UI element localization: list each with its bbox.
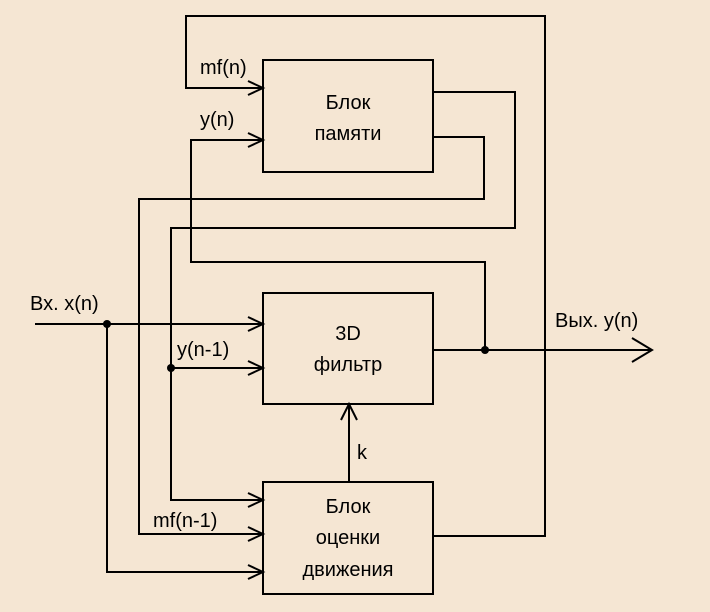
input-label: Вх. x(n) — [30, 293, 99, 315]
arrow-into-memory-mfn — [247, 80, 266, 96]
arrow-into-motion-xn — [247, 564, 266, 580]
memory-block-label-line1: Блок — [326, 92, 371, 114]
arrow-into-motion-yn1 — [247, 492, 266, 508]
arrow-into-memory-yn — [247, 132, 266, 148]
arrow-into-filter-xn — [247, 316, 266, 332]
mf-n-1-line — [138, 136, 485, 535]
junction-y-n-1 — [167, 364, 175, 372]
y-n-1-label: y(n-1) — [177, 339, 229, 361]
output-label: Вых. y(n) — [555, 310, 638, 332]
input-to-motion-line — [106, 324, 263, 573]
k-arrow — [340, 401, 358, 421]
motion-block-label-line1: Блок — [326, 496, 371, 518]
arrow-into-motion-mfn1 — [247, 526, 266, 542]
mf-n-label: mf(n) — [200, 57, 247, 79]
y-n-1-line — [170, 91, 516, 501]
memory-block-label-line2: памяти — [315, 123, 382, 145]
motion-block-label-line3: движения — [302, 559, 393, 581]
mf-n-feedback-line — [185, 15, 546, 537]
filter-block — [262, 292, 434, 405]
arrow-into-filter-yn1 — [247, 360, 266, 376]
filter-block-label-line1: 3D — [335, 323, 361, 345]
y-n-label: y(n) — [200, 109, 234, 131]
motion-block — [262, 481, 434, 595]
mf-n-1-label: mf(n-1) — [153, 510, 217, 532]
memory-block — [262, 59, 434, 173]
filter-block-label-line2: фильтр — [314, 354, 382, 376]
motion-block-label-line2: оценки — [316, 527, 380, 549]
k-label: k — [357, 442, 368, 464]
yn-feedback-line — [190, 139, 486, 350]
output-arrow — [631, 337, 654, 363]
